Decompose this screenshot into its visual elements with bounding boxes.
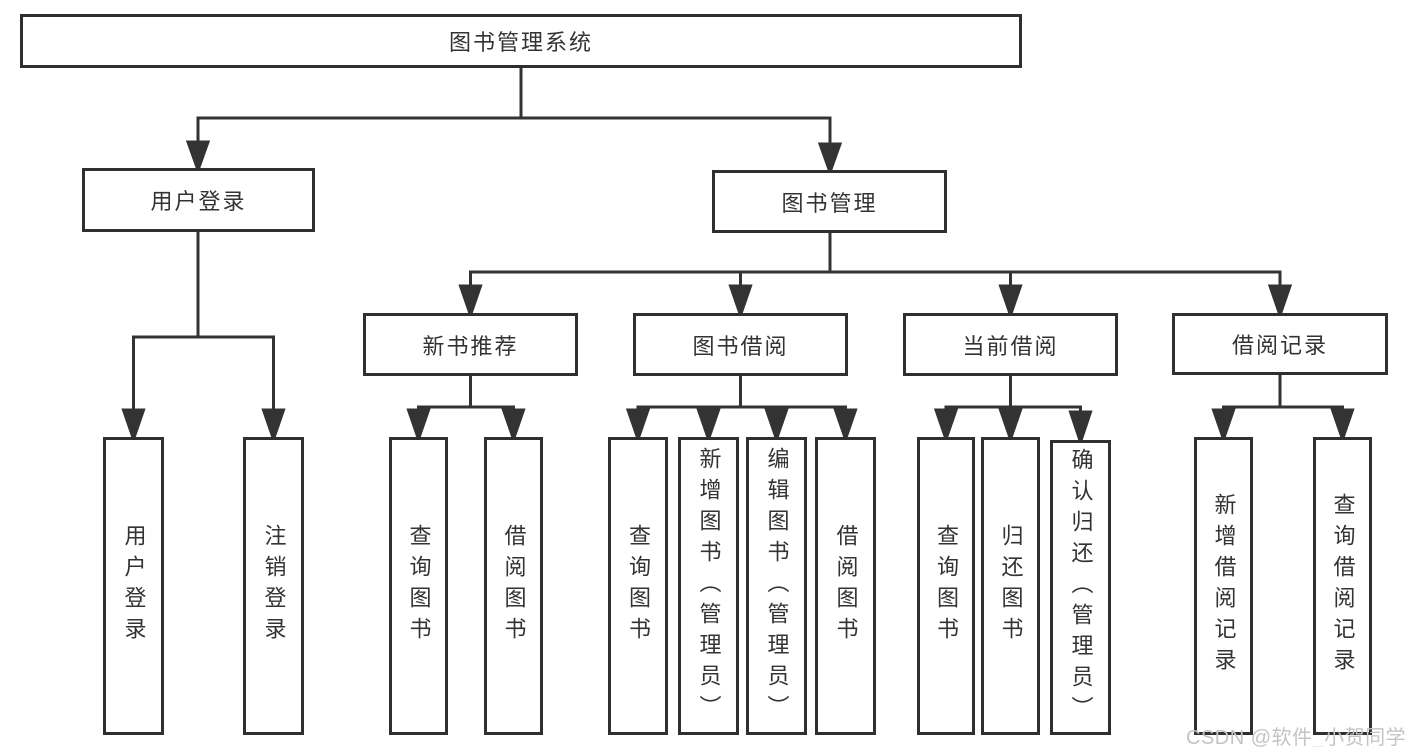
- leaf-label: 查询图书: [626, 524, 651, 648]
- leaf-edit-books-admin: 编辑图书（管理员）: [746, 437, 807, 735]
- node-label: 新书推荐: [422, 333, 519, 359]
- leaf-label: 查询借阅记录: [1330, 493, 1356, 679]
- leaf-query-books: 查询图书: [608, 437, 668, 735]
- connector-user-login-to-leaves: [121, 232, 286, 444]
- leaf-label: 编辑图书（管理员）: [764, 446, 790, 726]
- leaf-confirm-return-admin: 确认归还（管理员）: [1050, 440, 1111, 735]
- leaf-add-borrow-record: 新增借阅记录: [1194, 437, 1253, 735]
- connector-book-borrow-to-leaves: [625, 376, 858, 444]
- node-library-system: 图书管理系统: [20, 14, 1022, 68]
- leaf-borrow-books-recommend: 借阅图书: [484, 437, 543, 735]
- node-label: 用户登录: [150, 189, 247, 214]
- leaf-query-books-recommend: 查询图书: [389, 437, 448, 735]
- leaf-label: 新增借阅记录: [1211, 493, 1237, 679]
- node-book-borrow: 图书借阅: [633, 313, 848, 376]
- leaf-return-books: 归还图书: [981, 437, 1040, 735]
- leaf-query-borrow-record: 查询借阅记录: [1313, 437, 1372, 735]
- leaf-logout: 注销登录: [243, 437, 304, 735]
- leaf-label: 归还图书: [998, 524, 1024, 648]
- node-label: 当前借阅: [962, 333, 1059, 359]
- connector-root-to-level2: [185, 68, 843, 177]
- connector-current-borrow-to-leaves: [933, 376, 1093, 447]
- node-label: 图书管理: [781, 190, 878, 216]
- leaf-user-login-action: 用户登录: [103, 437, 164, 735]
- leaf-label: 新增图书（管理员）: [696, 446, 722, 726]
- leaf-query-books-current: 查询图书: [917, 437, 975, 735]
- node-label: 图书管理系统: [448, 30, 593, 55]
- node-borrow-record: 借阅记录: [1172, 313, 1388, 375]
- connector-book-mgmt-to-level3: [458, 233, 1293, 320]
- node-user-login: 用户登录: [82, 168, 315, 232]
- node-label: 图书借阅: [692, 333, 789, 359]
- node-new-book-recommend: 新书推荐: [363, 313, 578, 376]
- leaf-add-books-admin: 新增图书（管理员）: [678, 437, 739, 735]
- leaf-label: 注销登录: [261, 524, 287, 648]
- watermark: CSDN @软件_小贺同学: [1186, 727, 1405, 747]
- node-label: 借阅记录: [1231, 333, 1328, 358]
- leaf-label: 查询图书: [406, 524, 432, 648]
- node-book-management: 图书管理: [712, 170, 947, 233]
- leaf-label: 借阅图书: [833, 524, 859, 648]
- leaf-label: 用户登录: [121, 524, 147, 648]
- leaf-borrow-books: 借阅图书: [815, 437, 876, 735]
- leaf-label: 借阅图书: [501, 524, 527, 648]
- node-current-borrow: 当前借阅: [903, 313, 1118, 376]
- connector-new-book-to-leaves: [406, 376, 526, 444]
- leaf-label: 查询图书: [934, 524, 959, 648]
- leaf-label: 确认归还（管理员）: [1068, 448, 1094, 727]
- connector-borrow-record-to-leaves: [1211, 375, 1355, 444]
